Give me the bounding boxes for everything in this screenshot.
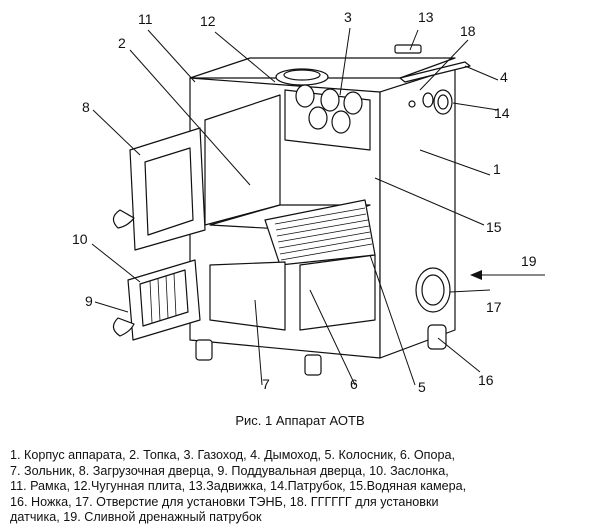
callout-6: 6: [350, 376, 358, 392]
callout-17: 17: [486, 299, 502, 315]
callout-5: 5: [418, 379, 426, 395]
callout-2: 2: [118, 35, 126, 51]
gas-flue: [284, 84, 371, 151]
figure-caption: Рис. 1 Аппарат АОТВ: [235, 413, 365, 428]
callout-4: 4: [500, 69, 508, 85]
callout-9: 9: [85, 293, 93, 309]
boiler-body: [189, 57, 471, 376]
callout-10: 10: [72, 231, 88, 247]
grate: [274, 207, 373, 261]
callout-14: 14: [494, 105, 510, 121]
legend-line: 16. Ножка, 17. Отверстие для установки Т…: [10, 494, 439, 509]
boiler-diagram: 11 12 3 13 18 2 4 14 8 1 15 10 19 9 17 1…: [72, 9, 545, 395]
legend-line: 7. Зольник, 8. Загрузочная дверца, 9. По…: [10, 463, 449, 478]
callout-15: 15: [486, 219, 502, 235]
callout-8: 8: [82, 99, 90, 115]
damper-handle: [394, 44, 422, 54]
heater-hole: [415, 267, 451, 313]
callout-19: 19: [521, 253, 537, 269]
callout-3: 3: [344, 9, 352, 25]
callout-13: 13: [418, 9, 434, 25]
callout-1: 1: [493, 161, 501, 177]
chimney-pipe: [408, 89, 453, 115]
parts-legend: 1. Корпус аппарата, 2. Топка, 3. Газоход…: [10, 448, 595, 526]
callout-12: 12: [200, 13, 216, 29]
legend-line: датчика, 19. Сливной дренажный патрубок: [10, 510, 262, 524]
drain-arrow: [470, 270, 545, 280]
loading-door: [112, 127, 206, 251]
ash-door: [112, 259, 201, 341]
callout-18: 18: [460, 23, 476, 39]
legend-line: 1. Корпус аппарата, 2. Топка, 3. Газоход…: [10, 448, 455, 462]
callout-16: 16: [478, 372, 494, 388]
callout-11: 11: [138, 11, 153, 27]
legend-line: 11. Рамка, 12.Чугунная плита, 13.Задвижк…: [10, 479, 467, 493]
cast-iron-plate: [275, 68, 329, 86]
leader-lines: [91, 27, 499, 386]
callout-7: 7: [262, 376, 270, 392]
callout-labels: 11 12 3 13 18 2 4 14 8 1 15 10 19 9 17 1…: [72, 9, 537, 395]
